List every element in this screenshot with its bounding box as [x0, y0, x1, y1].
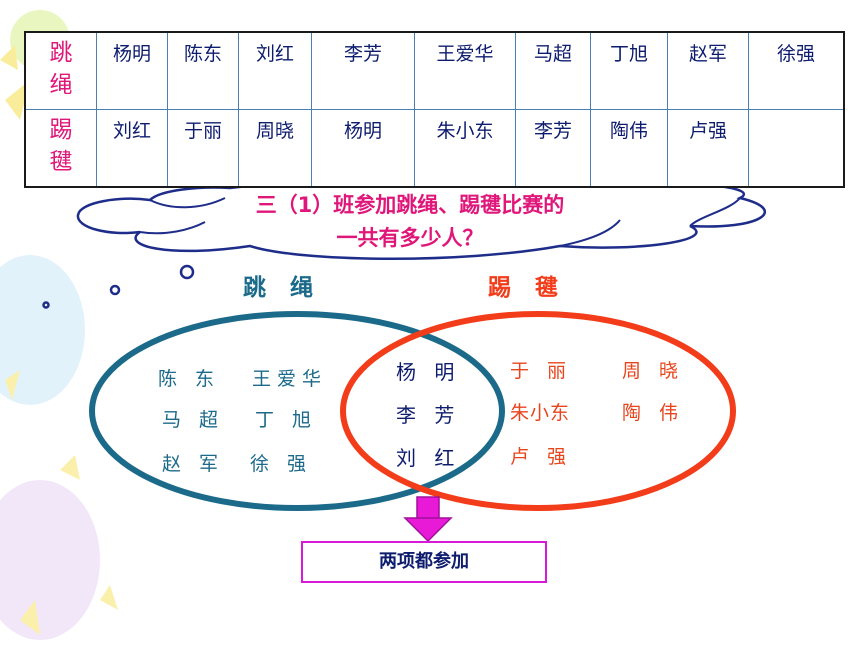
- left-name: 赵 军: [162, 453, 225, 475]
- table-cell: 徐强: [748, 31, 845, 110]
- table-cell: 李芳: [515, 109, 591, 188]
- table-cell: 刘红: [96, 109, 168, 188]
- table-cell: 刘红: [238, 31, 312, 110]
- table-cell: [748, 109, 845, 188]
- right-name: 周 晓: [622, 360, 685, 382]
- both-participate-label: 两项都参加: [301, 541, 547, 583]
- row-label-jump-rope: 跳绳: [24, 31, 97, 110]
- jump-rope-set-title: 跳 绳: [243, 275, 322, 301]
- table-cell: 周晓: [238, 109, 312, 188]
- table-cell: 李芳: [311, 31, 415, 110]
- table-cell: 陶伟: [590, 109, 668, 188]
- question-line-2: 一共有多少人？: [336, 226, 484, 250]
- right-name: 于 丽: [510, 360, 573, 382]
- table-row-shuttlecock: 踢毽 刘红 于丽 周晓 杨明 朱小东 李芳 陶伟 卢强: [24, 109, 845, 188]
- table-cell: 马超: [515, 31, 591, 110]
- left-name: 陈 东: [158, 368, 221, 390]
- table-row-jump-rope: 跳绳 杨明 陈东 刘红 李芳 王爱华 马超 丁旭 赵军 徐强: [24, 31, 845, 110]
- table-cell: 陈东: [167, 31, 239, 110]
- left-name: 丁 旭: [255, 409, 318, 431]
- left-name: 徐 强: [250, 453, 313, 475]
- thought-bubble-dots: [42, 264, 195, 309]
- table-cell: 丁旭: [590, 31, 668, 110]
- down-arrow-icon: [403, 496, 453, 543]
- balloon-decoration-left: [0, 255, 118, 640]
- shuttlecock-set-title: 踢 毽: [488, 275, 567, 301]
- table-cell: 赵军: [667, 31, 749, 110]
- table-cell: 朱小东: [414, 109, 516, 188]
- right-name: 朱小东: [510, 402, 571, 424]
- jump-rope-set-ellipse: [89, 311, 505, 511]
- shuttlecock-set-ellipse: [340, 311, 736, 511]
- table-cell: 于丽: [167, 109, 239, 188]
- table-cell: 王爱华: [414, 31, 516, 110]
- left-name: 王爱华: [252, 368, 328, 390]
- both-name: 杨 明: [396, 360, 461, 384]
- roster-table: 跳绳 杨明 陈东 刘红 李芳 王爱华 马超 丁旭 赵军 徐强 踢毽 刘红 于丽 …: [24, 31, 845, 188]
- both-name: 李 芳: [396, 403, 461, 427]
- cloud-bubble-inner-curves: [139, 197, 741, 247]
- question-line-1: 三（1）班参加跳绳、踢毽比赛的: [255, 193, 565, 217]
- left-name: 马 超: [162, 409, 225, 431]
- row-label-shuttlecock: 踢毽: [24, 109, 97, 188]
- table-cell: 杨明: [311, 109, 415, 188]
- table-cell: 卢强: [667, 109, 749, 188]
- right-name: 陶 伟: [622, 402, 685, 424]
- right-name: 卢 强: [510, 446, 573, 468]
- both-name: 刘 红: [396, 446, 461, 470]
- table-cell: 杨明: [96, 31, 168, 110]
